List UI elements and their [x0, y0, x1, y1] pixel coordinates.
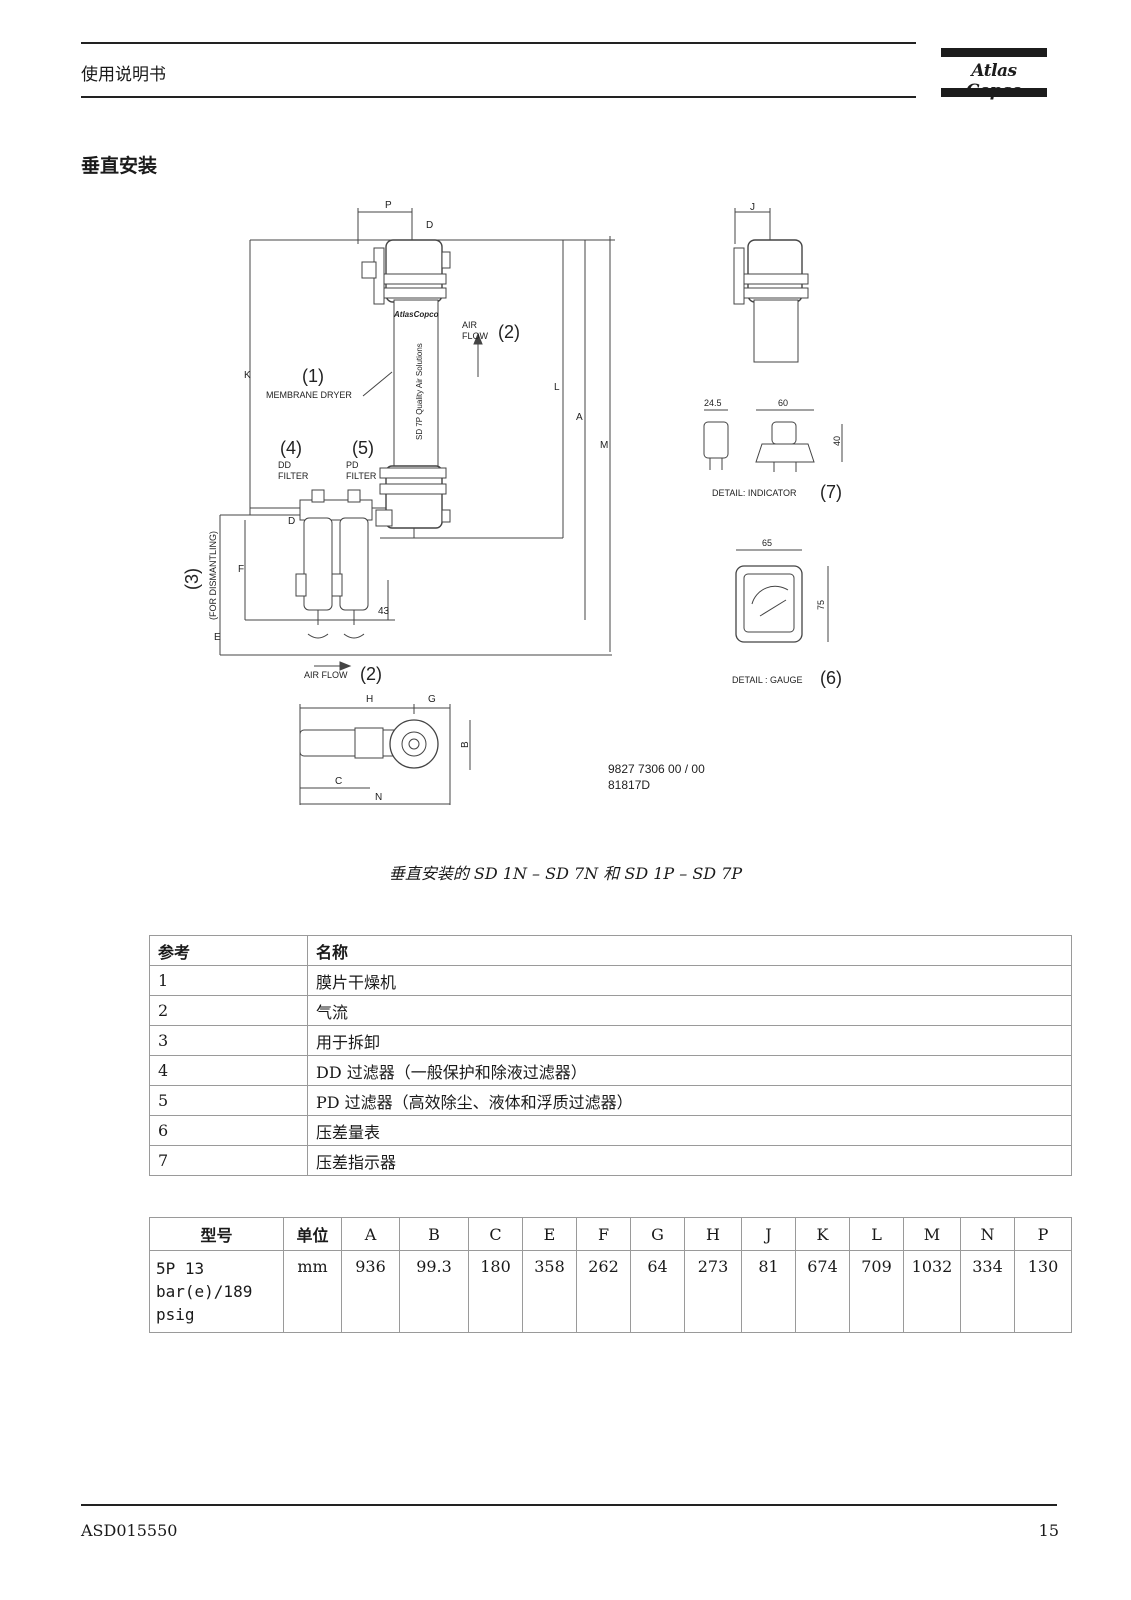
- label-item7: (7): [820, 482, 842, 502]
- value-P: 130: [1014, 1250, 1072, 1333]
- label-item5: (5): [352, 438, 374, 458]
- header-H: H: [684, 1217, 742, 1251]
- page-number: 15: [1038, 1521, 1059, 1540]
- label-flow: FLOW: [462, 331, 489, 341]
- value-E: 358: [522, 1250, 577, 1333]
- label-detail-gauge: DETAIL : GAUGE: [732, 675, 803, 685]
- dim-H: H: [366, 694, 373, 705]
- value-B: 99.3: [399, 1250, 469, 1333]
- label-side-text: SD 7P Quality Air Solutions: [415, 343, 424, 440]
- value-N: 334: [960, 1250, 1015, 1333]
- header-ref: 参考: [149, 935, 308, 966]
- label-detail-indicator: DETAIL: INDICATOR: [712, 488, 797, 498]
- dim-K: K: [244, 370, 251, 381]
- label-pd-filter: FILTER: [346, 471, 377, 481]
- header-model: 型号: [149, 1217, 284, 1251]
- dimension-table-header: 型号 单位 A B C E F G H J K L M N P: [149, 1217, 1072, 1251]
- header-A: A: [341, 1217, 400, 1251]
- header-top-rule: [81, 42, 916, 44]
- header-G: G: [630, 1217, 685, 1251]
- dim-A: A: [576, 412, 583, 423]
- header-bottom-rule: [81, 96, 916, 98]
- dim-24-5: 24.5: [704, 398, 722, 408]
- header-B: B: [399, 1217, 469, 1251]
- header-J: J: [741, 1217, 796, 1251]
- table-row: 5P 13 bar(e)/189 psig mm 936 99.3 180 35…: [149, 1250, 1072, 1333]
- doc-code: 81817D: [608, 778, 650, 792]
- doc-number: 9827 7306 00 / 00: [608, 762, 705, 776]
- label-pd: PD: [346, 460, 359, 470]
- label-membrane-dryer: MEMBRANE DRYER: [266, 390, 352, 400]
- value-M: 1032: [903, 1250, 961, 1333]
- label-item2-bottom: (2): [360, 664, 382, 684]
- atlas-copco-logo: Atlas Copco: [941, 48, 1047, 101]
- dim-75: 75: [816, 600, 826, 610]
- header-M: M: [903, 1217, 961, 1251]
- installation-drawing: P D K L A M F D E 43 (1) MEMBRANE DRYER …: [182, 200, 843, 805]
- label-air-flow: AIR FLOW: [304, 670, 348, 680]
- dim-J: J: [750, 202, 755, 213]
- label-dd: DD: [278, 460, 291, 470]
- value-H: 273: [684, 1250, 742, 1333]
- label-item6: (6): [820, 668, 842, 688]
- dim-P: P: [385, 200, 392, 211]
- section-title: 垂直安装: [81, 155, 158, 177]
- dim-E: E: [214, 632, 221, 643]
- dim-F: F: [238, 564, 244, 575]
- label-dd-filter: FILTER: [278, 471, 309, 481]
- label-for-dismantling: (FOR DISMANTLING): [208, 531, 218, 620]
- value-F: 262: [576, 1250, 631, 1333]
- header-name: 名称: [307, 935, 1072, 966]
- label-item2-top: (2): [498, 322, 520, 342]
- dim-65: 65: [762, 538, 772, 548]
- value-J: 81: [741, 1250, 796, 1333]
- dim-L: L: [554, 382, 560, 393]
- header-L: L: [849, 1217, 904, 1251]
- header-N: N: [960, 1217, 1015, 1251]
- value-G: 64: [630, 1250, 685, 1333]
- value-K: 674: [795, 1250, 850, 1333]
- figure-caption: 垂直安装的 SD 1N – SD 7N 和 SD 1P – SD 7P: [388, 864, 743, 883]
- label-head-brand: AtlasCopco: [393, 310, 439, 319]
- dim-60: 60: [778, 398, 788, 408]
- value-L: 709: [849, 1250, 904, 1333]
- header-unit: 单位: [283, 1217, 342, 1251]
- label-item3: (3): [182, 568, 202, 590]
- header-E: E: [522, 1217, 577, 1251]
- header-P: P: [1014, 1217, 1072, 1251]
- model-cell: 5P 13 bar(e)/189 psig: [149, 1250, 284, 1333]
- dim-C: C: [335, 776, 342, 787]
- value-C: 180: [468, 1250, 523, 1333]
- dim-D-top: D: [426, 220, 433, 231]
- header-K: K: [795, 1217, 850, 1251]
- label-item1: (1): [302, 366, 324, 386]
- dim-B: B: [460, 741, 471, 748]
- value-A: 936: [341, 1250, 400, 1333]
- label-item4: (4): [280, 438, 302, 458]
- dim-D-bottom: D: [288, 516, 295, 527]
- dim-43: 43: [378, 606, 390, 617]
- dim-40: 40: [832, 436, 842, 446]
- label-air: AIR: [462, 320, 478, 330]
- footer-doc-id: ASD015550: [81, 1521, 178, 1540]
- dim-M: M: [600, 440, 608, 451]
- unit-cell: mm: [283, 1250, 342, 1333]
- header-title: 使用说明书: [81, 65, 166, 85]
- dim-N: N: [375, 792, 382, 803]
- dim-G: G: [428, 694, 436, 705]
- reference-table-header: 参考 名称: [149, 935, 1072, 966]
- header-C: C: [468, 1217, 523, 1251]
- header-F: F: [576, 1217, 631, 1251]
- dimension-table: 型号 单位 A B C E F G H J K L M N P 5P 13 ba…: [149, 1217, 1072, 1333]
- footer-rule: [81, 1504, 1057, 1506]
